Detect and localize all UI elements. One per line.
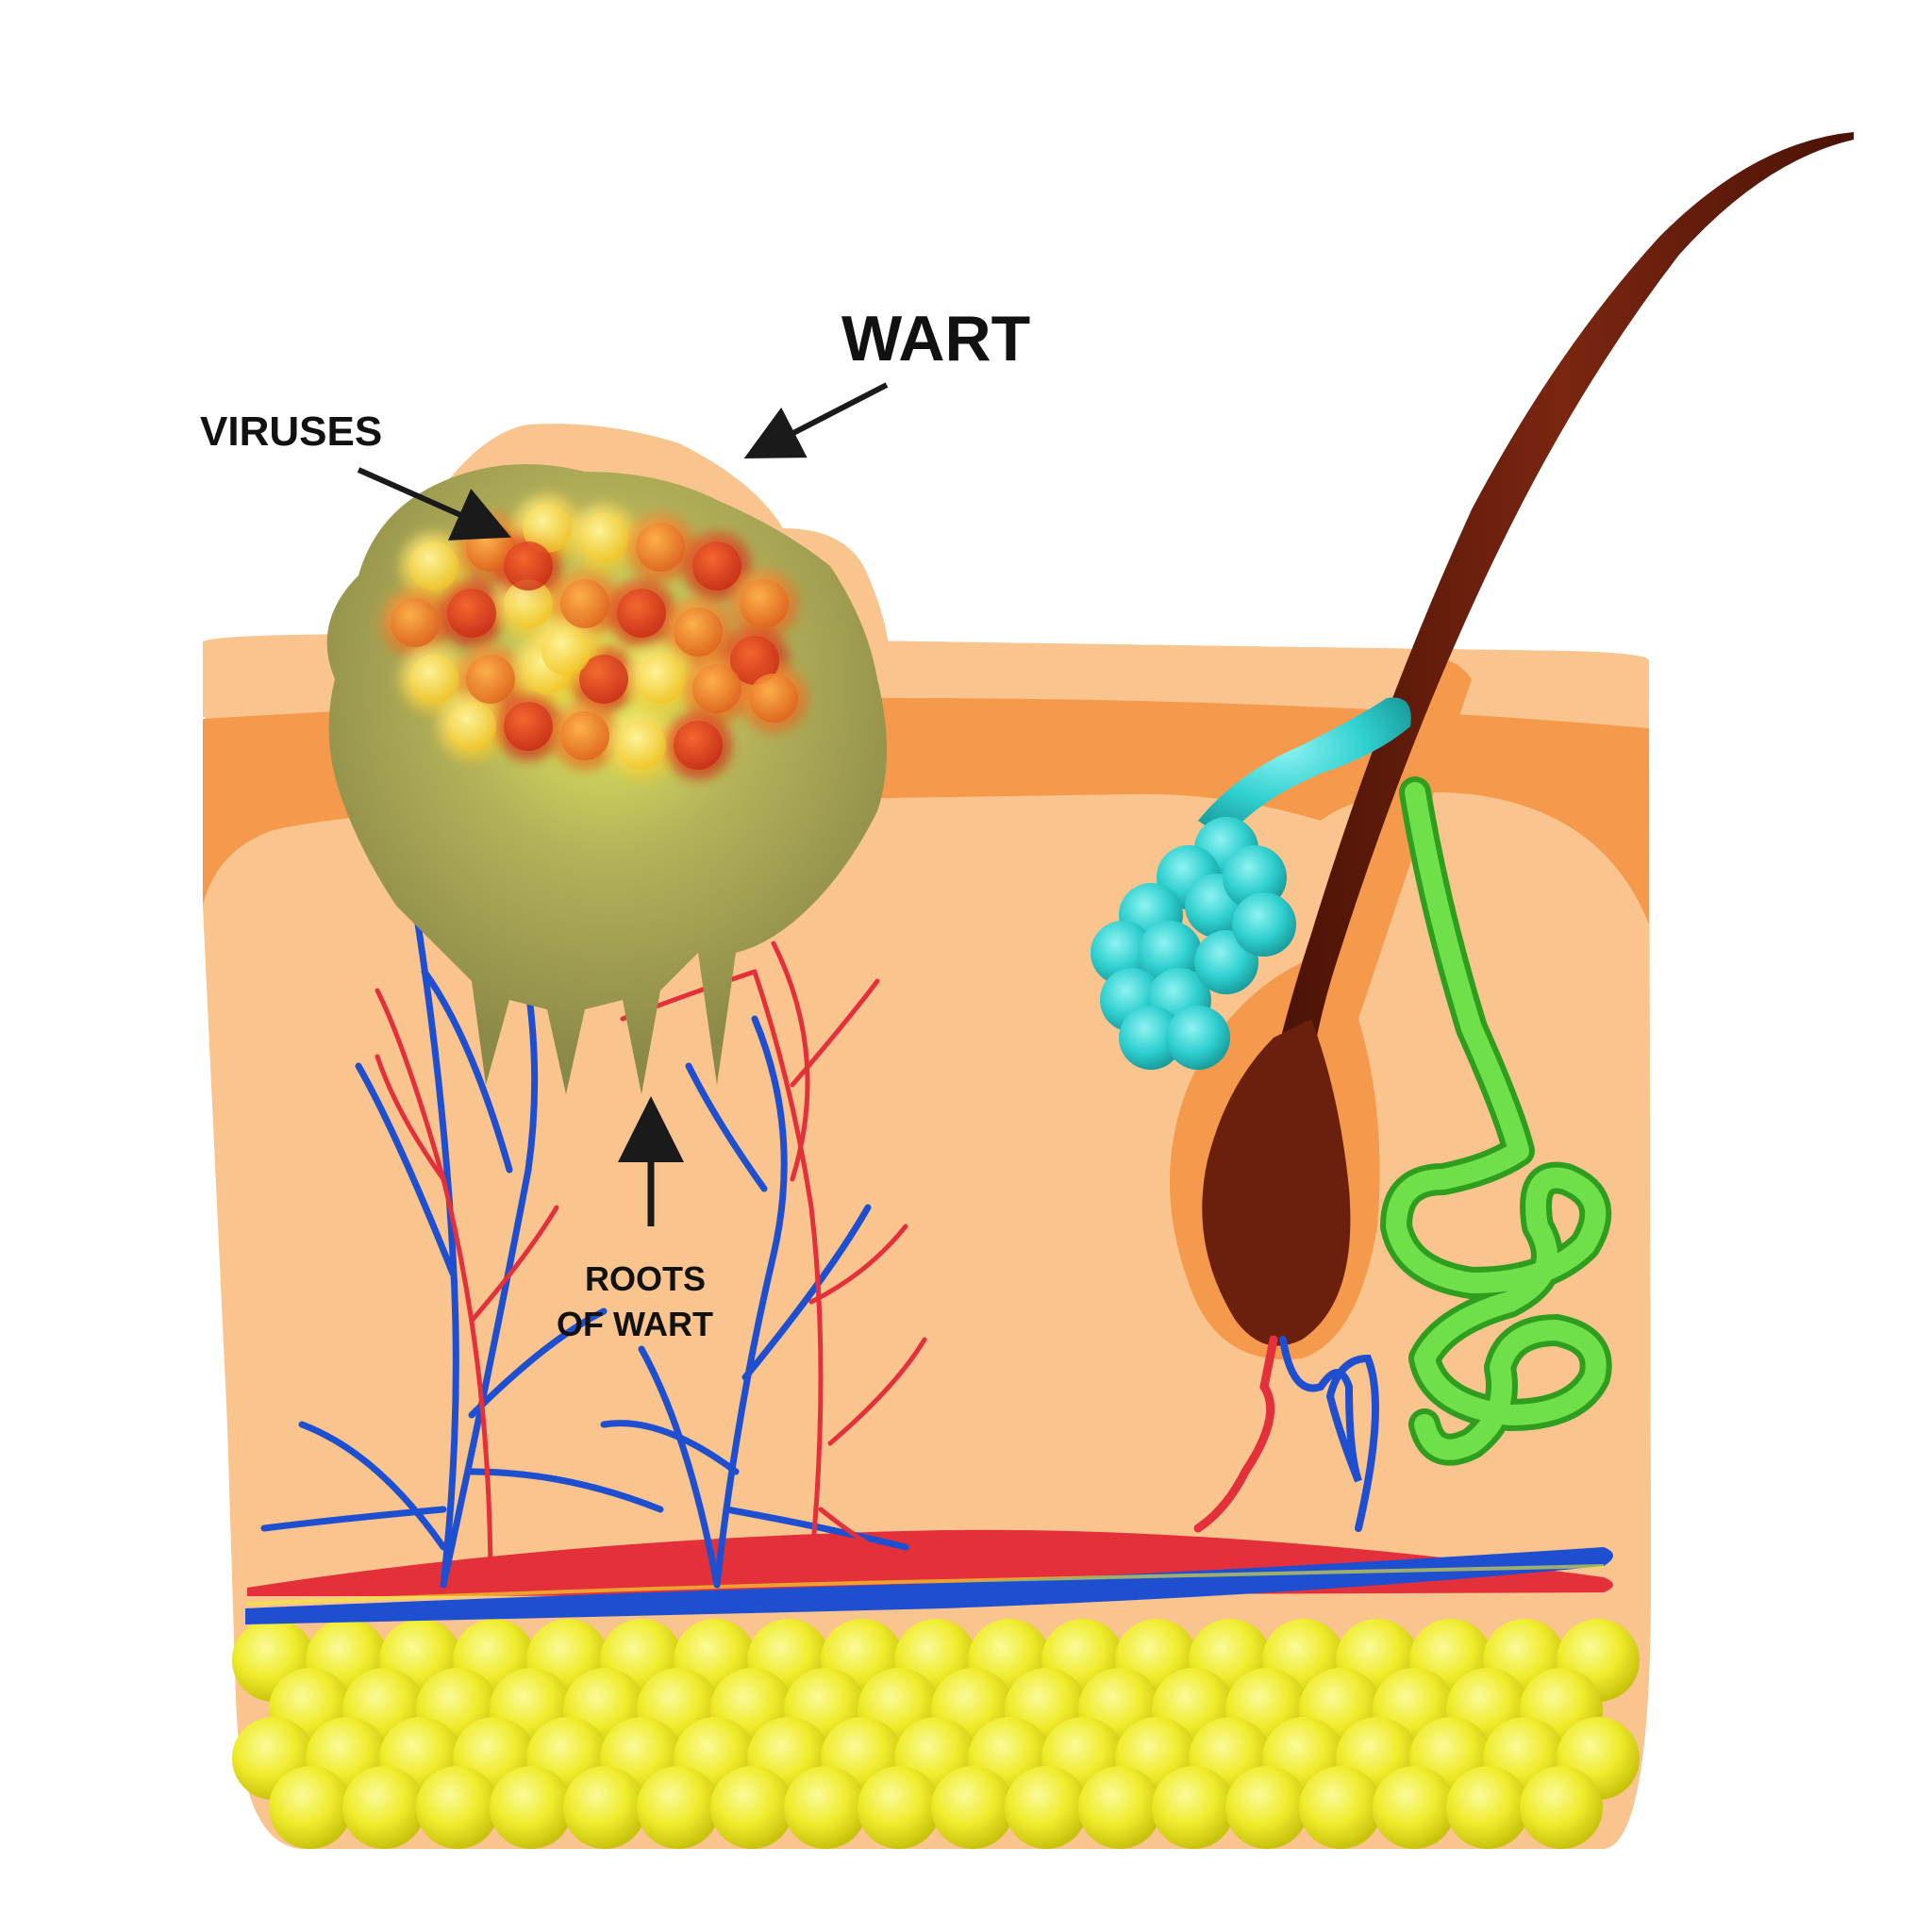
virus-cell: [579, 655, 628, 704]
fat-cell: [416, 1766, 499, 1849]
virus-cell: [749, 674, 798, 723]
virus-cell: [504, 702, 553, 751]
sebaceous-gland: [1091, 697, 1411, 1070]
wart-label: WART: [841, 303, 1030, 375]
sebaceous-lobule: [1232, 892, 1296, 957]
virus-cell: [636, 655, 685, 704]
fat-cell: [342, 1766, 425, 1849]
virus-cell: [409, 655, 458, 704]
fat-cell: [1225, 1766, 1308, 1849]
fat-cell: [1078, 1766, 1161, 1849]
down-left-arrow-icon: [743, 382, 889, 458]
fat-cell: [1152, 1766, 1235, 1849]
virus-cell: [730, 636, 779, 685]
fat-cell: [858, 1766, 941, 1849]
fat-cell: [1299, 1766, 1382, 1849]
fat-cell: [1005, 1766, 1088, 1849]
fat-cell: [490, 1766, 573, 1849]
virus-cell: [391, 598, 440, 647]
fat-cell: [563, 1766, 646, 1849]
virus-cell: [466, 655, 515, 704]
virus-cell: [447, 702, 496, 751]
virus-cell: [692, 541, 741, 591]
roots-label-line2: OF WART: [557, 1305, 713, 1343]
virus-cell: [579, 513, 628, 562]
annotation-arrows: [357, 382, 889, 1226]
viruses-label: VIRUSES: [200, 408, 382, 455]
virus-cell: [674, 721, 723, 770]
sebaceous-lobule: [1119, 1006, 1183, 1070]
sebaceous-lobule: [1166, 1006, 1230, 1070]
capillaries: [260, 892, 927, 1589]
roots-label-line1: ROOTS: [585, 1259, 706, 1298]
virus-cell: [541, 626, 591, 675]
virus-cell: [617, 589, 666, 638]
fat-cell: [1446, 1766, 1529, 1849]
virus-cell: [636, 523, 685, 572]
virus-cell: [740, 579, 789, 628]
fat-cell: [1520, 1766, 1603, 1849]
virus-cell: [617, 721, 666, 770]
virus-cell: [560, 579, 609, 628]
fat-cell: [1373, 1766, 1456, 1849]
fat-cell: [784, 1766, 867, 1849]
fat-cell: [710, 1766, 793, 1849]
fat-cell: [637, 1766, 720, 1849]
fat-cell: [269, 1766, 352, 1849]
virus-cell: [523, 504, 572, 553]
fat-layer: [232, 1619, 1640, 1849]
virus-cell: [692, 664, 741, 713]
virus-cell: [504, 579, 553, 628]
hair-bulb: [1202, 1019, 1351, 1346]
main-vessels: [245, 1529, 1613, 1624]
down-right-arrow-icon: [357, 467, 511, 541]
hair-follicle: [1170, 132, 1854, 1533]
virus-cell: [674, 608, 723, 657]
labels: WART VIRUSES ROOTS OF WART: [200, 303, 1030, 1343]
virus-cell: [409, 541, 458, 591]
sweat-gland: [1380, 776, 1612, 1466]
virus-cell: [447, 589, 496, 638]
virus-cell: [560, 711, 609, 760]
fat-cell: [931, 1766, 1014, 1849]
hair-shaft: [1274, 132, 1854, 1066]
vein-main: [245, 1547, 1613, 1624]
virus-cell: [504, 541, 553, 591]
